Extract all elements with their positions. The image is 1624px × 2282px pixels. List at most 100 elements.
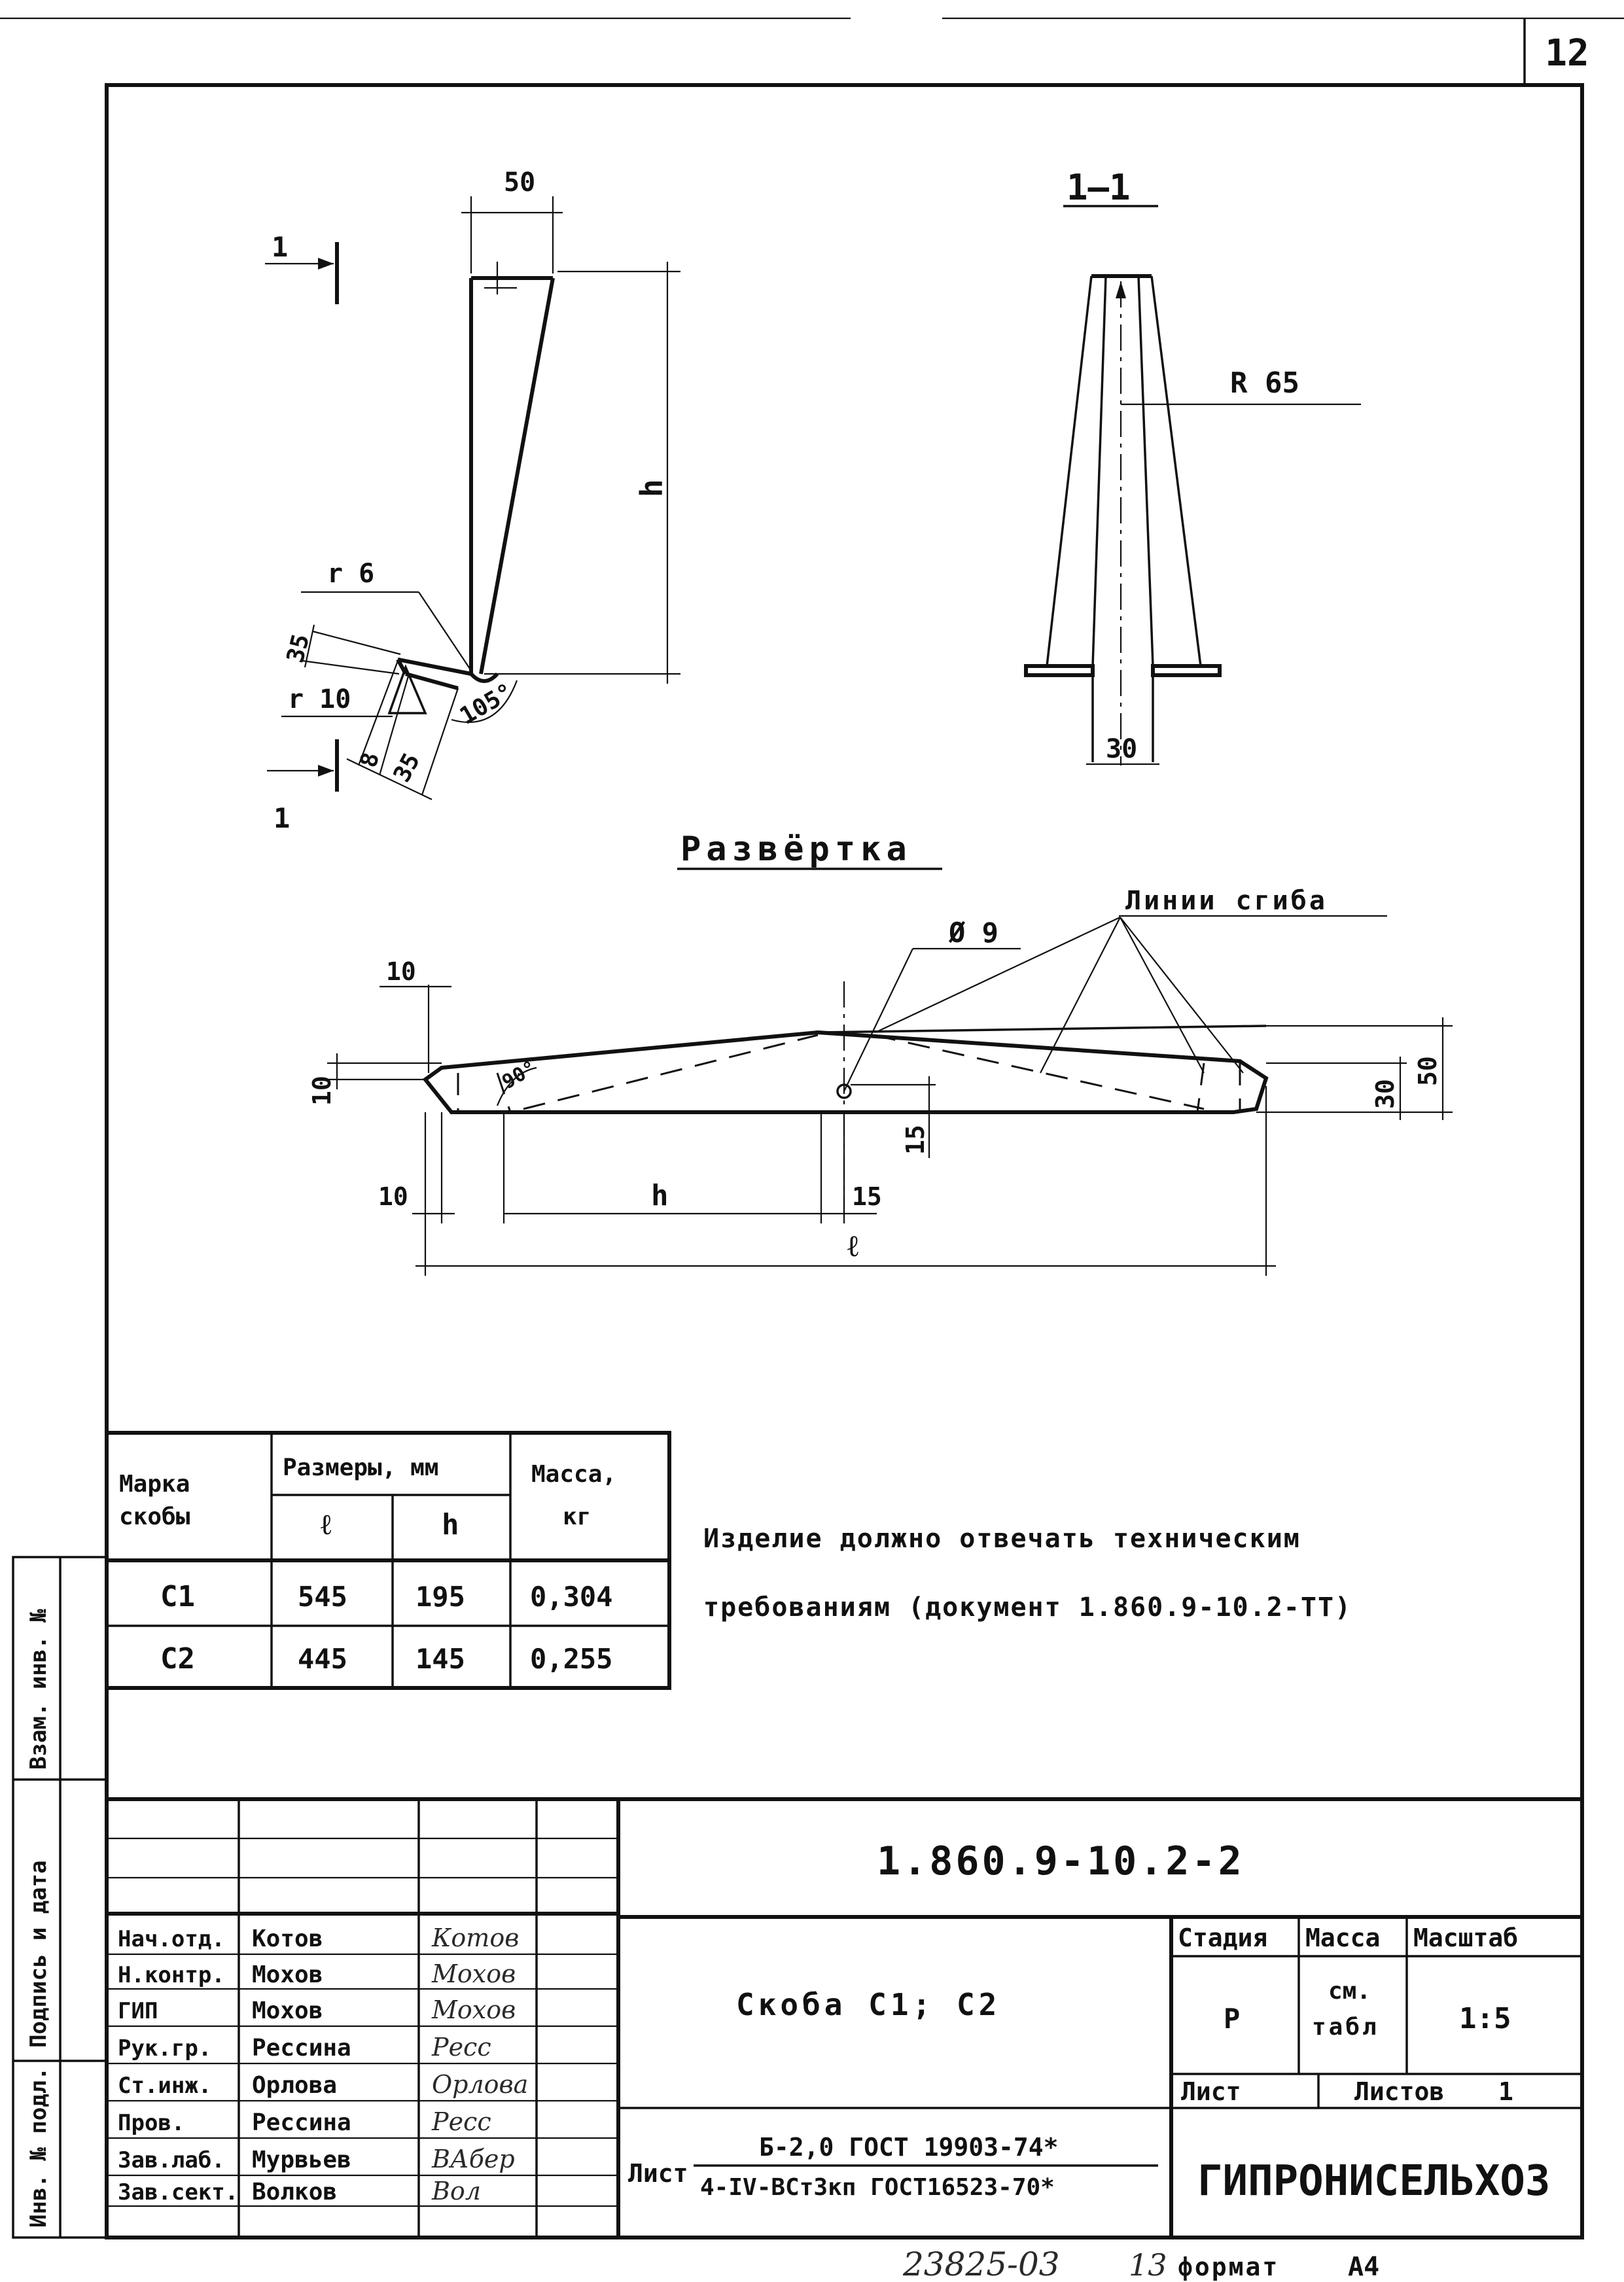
side-inv-orig: Инв. № подл. xyxy=(26,2067,52,2228)
spec-col-mass-1: Масса, xyxy=(531,1461,616,1488)
spec-col-mark-2: скобы xyxy=(119,1503,190,1530)
tb-org: ГИПРОНИСЕЛЬХОЗ xyxy=(1197,2157,1550,2205)
section-center-arrow xyxy=(1116,281,1126,298)
tb-item-name: Скоба С1; С2 xyxy=(736,1987,1000,2022)
dim-10-left: 10 xyxy=(308,1076,336,1106)
section-left-inner xyxy=(1091,275,1107,667)
angle-105-arc xyxy=(451,680,518,724)
section-label: 1—1 xyxy=(1067,167,1131,208)
bend-arrow-3 xyxy=(1120,917,1205,1074)
bend-radius xyxy=(469,672,499,683)
tb-scale-label: Масштаб xyxy=(1413,1923,1518,1952)
spec-col-h: h xyxy=(442,1508,459,1541)
tb-name-3: Рессина xyxy=(252,2035,351,2062)
tb-material-bottom: 4-IV-ВСт3кп ГОСТ16523-70* xyxy=(700,2174,1055,2201)
section-right-outer xyxy=(1150,275,1202,667)
bend-dash-diag-right xyxy=(873,1034,1205,1110)
dim-8: 8 xyxy=(355,750,385,770)
note-line-1: Изделие должно отвечать техническим xyxy=(703,1524,1301,1554)
dim-10-bottom: 10 xyxy=(378,1182,408,1211)
dim-30-right: 30 xyxy=(1371,1079,1400,1109)
tb-name-7: Волков xyxy=(252,2179,337,2205)
tb-sign-7: Вол xyxy=(431,2177,481,2205)
title-block: Нач.отд. Котов Котов Н.контр. Мохов Мохо… xyxy=(107,1797,1582,2238)
dim-h-bottom: h xyxy=(651,1179,669,1212)
spec-col-l: ℓ xyxy=(321,1508,332,1541)
tb-mass-label: Масса xyxy=(1305,1923,1380,1952)
tb-sign-2: Мохов xyxy=(431,1995,516,2024)
section-foot-left xyxy=(1024,664,1095,677)
section-foot-right xyxy=(1151,664,1222,677)
dim-35-left: 35 xyxy=(282,631,315,665)
angle-90-arc xyxy=(496,1066,537,1106)
format-value: А4 xyxy=(1348,2252,1379,2282)
tb-sheets-label: Листов xyxy=(1354,2077,1444,2106)
tb-sign-4: Орлова xyxy=(432,2070,528,2099)
dim8-ext xyxy=(357,660,399,766)
tb-name-1: Мохов xyxy=(252,1961,323,1988)
tb-material-top: Б-2,0 ГОСТ 19903-74* xyxy=(759,2133,1059,2162)
tb-doc-code: 1.860.9-10.2-2 xyxy=(877,1838,1244,1884)
razv-title: Развёртка xyxy=(680,830,912,869)
bracket-side-view: 1 1 50 h r 6 r 10 xyxy=(265,167,680,834)
dim35-line xyxy=(304,624,315,668)
main-frame xyxy=(105,83,1584,2239)
development-view: Развёртка Линии сгиба Ø 9 90° 10 xyxy=(308,830,1453,1276)
foot-section-triangle xyxy=(387,664,427,714)
dim35b-ext xyxy=(421,688,459,796)
footer-num: 13 xyxy=(1129,2247,1167,2282)
dim-bottom-line xyxy=(346,758,432,800)
footer-note: 23825-03 xyxy=(902,2245,1060,2282)
cut-arrow-head-top xyxy=(318,258,334,270)
tb-people: Нач.отд. Котов Котов Н.контр. Мохов Мохо… xyxy=(118,1923,528,2205)
bend-lines-label: Линии сгиба xyxy=(1125,886,1328,916)
cut-label-top: 1 xyxy=(272,231,288,263)
section-right-inner xyxy=(1137,275,1154,667)
format-label: формат xyxy=(1178,2253,1279,2281)
spec-row2-h: 145 xyxy=(415,1643,465,1675)
tb-sign-0: Котов xyxy=(431,1923,519,1952)
spec-row2-l: 445 xyxy=(298,1643,347,1675)
dim35-ext-1 xyxy=(312,630,401,656)
side-stamp: Инв. № подл. Подпись и дата Взам. инв. № xyxy=(12,1556,108,2239)
dim-h-side: h xyxy=(634,479,669,497)
r6-leader xyxy=(418,591,470,669)
side-vzam-inv: Взам. инв. № xyxy=(26,1609,52,1770)
spec-row1-mass: 0,304 xyxy=(530,1581,612,1613)
tb-role-4: Ст.инж. xyxy=(118,2073,211,2099)
dim8-ext-2 xyxy=(378,673,410,776)
section-left-outer xyxy=(1046,275,1093,667)
dim-50-top: 50 xyxy=(504,167,535,198)
spec-row1-h: 195 xyxy=(415,1581,465,1613)
tb-role-1: Н.контр. xyxy=(118,1962,225,1988)
bend-dash-diag-left xyxy=(523,1034,819,1110)
spec-row2-mass: 0,255 xyxy=(530,1643,612,1675)
hole-circle xyxy=(836,1083,852,1099)
spec-row1-mark: С1 xyxy=(160,1580,195,1613)
tb-name-5: Рессина xyxy=(252,2109,351,2136)
tb-sheet-label: Лист xyxy=(1181,2077,1241,2106)
tb-sign-1: Мохов xyxy=(431,1959,516,1988)
development-outline xyxy=(422,1030,1269,1114)
tb-scale-value: 1:5 xyxy=(1459,2002,1511,2035)
dim-50-right: 50 xyxy=(1413,1056,1442,1086)
tb-sign-3: Ресс xyxy=(431,2033,491,2062)
spec-row2-mark: С2 xyxy=(160,1642,195,1676)
hole-diameter: Ø 9 xyxy=(948,917,998,949)
tb-role-7: Зав.сект. xyxy=(118,2179,238,2205)
bend-dash-right-1 xyxy=(1196,1062,1205,1113)
section-1-1: 1—1 R 65 30 xyxy=(1024,167,1361,765)
foot-edge-bottom xyxy=(405,672,459,690)
dim-r6: r 6 xyxy=(327,559,374,589)
tb-name-2: Мохов xyxy=(252,1997,323,2024)
tb-sign-6: ВАбер xyxy=(431,2145,515,2173)
dim35-ext-2 xyxy=(302,659,400,675)
dim-15-vert: 15 xyxy=(901,1125,930,1155)
dim-l: ℓ xyxy=(847,1228,858,1263)
dim-r10: r 10 xyxy=(288,684,351,714)
tb-role-5: Пров. xyxy=(118,2110,185,2136)
tb-role-3: Рук.гр. xyxy=(118,2035,211,2062)
tb-stage-label: Стадия xyxy=(1178,1923,1267,1952)
page-number: 12 xyxy=(1545,32,1589,75)
